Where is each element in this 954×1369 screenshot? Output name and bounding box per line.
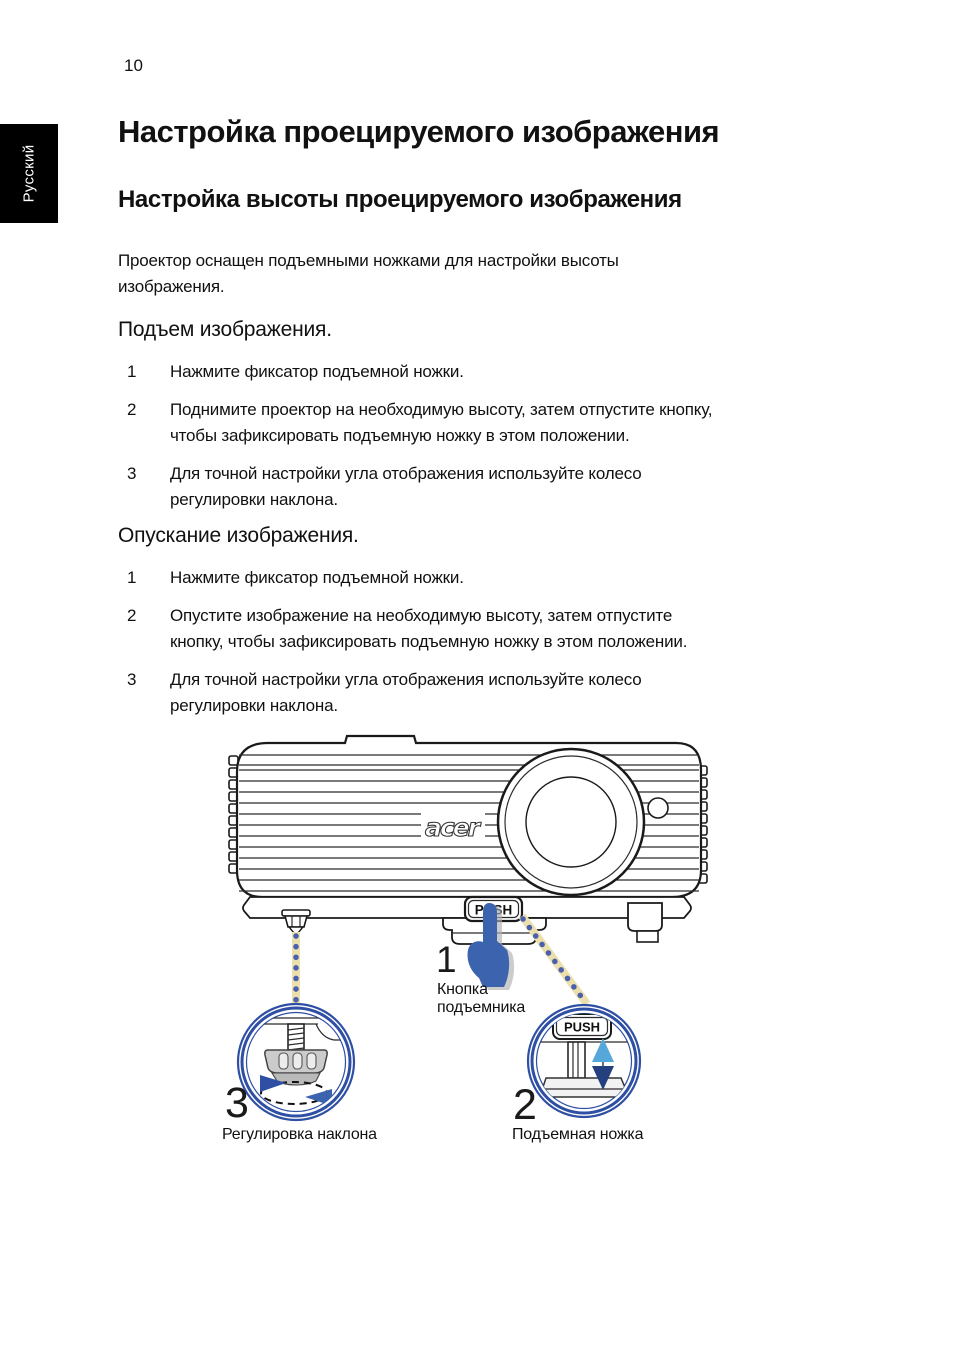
hand-pointer-icon: [467, 903, 510, 987]
rotate-arrow-left: [305, 1089, 332, 1106]
step-number: 2: [127, 606, 137, 625]
arrow-up-icon: [592, 1038, 614, 1062]
list-item: 3 Для точной настройки угла отображения …: [118, 461, 808, 513]
callout-number-3: 3: [225, 1079, 249, 1127]
brand-logo: acer: [425, 813, 482, 842]
arrow-down-icon: [592, 1066, 614, 1090]
foot-pad: [540, 1077, 628, 1098]
step-text: Нажмите фиксатор подъемной ножки.: [170, 568, 464, 587]
base-strip: [242, 896, 692, 919]
step-text: Для точной настройки угла отображения ис…: [170, 464, 642, 509]
projector-illustration: acer: [228, 734, 708, 1122]
list-item: 1 Нажмите фиксатор подъемной ножки.: [118, 359, 808, 385]
callout-label-elevator-button: Кнопка подъемника: [437, 981, 526, 1016]
hand-shadow: [472, 906, 515, 990]
tilt-knob: [264, 1049, 328, 1074]
rotate-arrow-right: [260, 1075, 286, 1092]
list-item: 1 Нажмите фиксатор подъемной ножки.: [118, 565, 808, 591]
page-number: 10: [124, 56, 143, 75]
push-button-detail-label: PUSH: [564, 1020, 600, 1035]
step-number: 3: [127, 464, 137, 483]
intro-paragraph: Проектор оснащен подъемными ножками для …: [118, 251, 619, 296]
list-item: 2 Поднимите проектор на необходимую высо…: [118, 397, 808, 449]
step-text: Нажмите фиксатор подъемной ножки.: [170, 362, 464, 381]
section-title: Настройка высоты проецируемого изображен…: [118, 186, 682, 213]
step-text: Опустите изображение на необходимую высо…: [170, 606, 688, 651]
step-text: Поднимите проектор на необходимую высоту…: [170, 400, 713, 445]
step-number: 3: [127, 670, 137, 689]
section-lower-image: Опускание изображения. 1 Нажмите фиксато…: [118, 524, 808, 731]
step-number: 1: [127, 362, 137, 381]
list-item: 3 Для точной настройки угла отображения …: [118, 667, 808, 719]
callout-label-tilt-wheel: Регулировка наклона: [222, 1126, 377, 1143]
logo-backplate: [421, 813, 485, 840]
lens: [496, 747, 646, 897]
rear-foot: [627, 902, 663, 943]
projector-body: [235, 734, 703, 899]
tilt-wheel-detail: [236, 1002, 356, 1122]
elevator-foot-detail: PUSH: [526, 1003, 642, 1119]
rotation-path: [260, 1081, 328, 1105]
tilt-foot: [281, 909, 311, 934]
language-tab: Русский: [0, 124, 58, 223]
callout-number-1: 1: [436, 939, 457, 980]
page-title: Настройка проецируемого изображения: [118, 114, 720, 149]
step-number: 2: [127, 400, 137, 419]
push-button-label: PUSH: [475, 903, 513, 918]
subsection-title: Опускание изображения.: [118, 524, 359, 547]
callout-label-elevator-foot: Подъемная ножка: [512, 1126, 644, 1143]
language-tab-label: Русский: [20, 144, 38, 203]
subsection-title: Подъем изображения.: [118, 318, 332, 341]
push-button: PUSH: [463, 895, 524, 923]
screw-threads: [287, 1027, 305, 1051]
leader-line-right: [518, 913, 591, 1007]
louver-lines: [239, 754, 699, 892]
step-text: Для точной настройки угла отображения ис…: [170, 670, 642, 715]
callout-number-2: 2: [513, 1081, 537, 1129]
elevator-foot-housing: [442, 917, 547, 945]
section-raise-image: Подъем изображения. 1 Нажмите фиксатор п…: [118, 318, 808, 525]
left-vent-ribs: [228, 755, 239, 874]
right-vent-ribs: [697, 765, 708, 884]
step-number: 1: [127, 568, 137, 587]
ir-sensor: [647, 797, 669, 819]
list-item: 2 Опустите изображение на необходимую вы…: [118, 603, 808, 655]
